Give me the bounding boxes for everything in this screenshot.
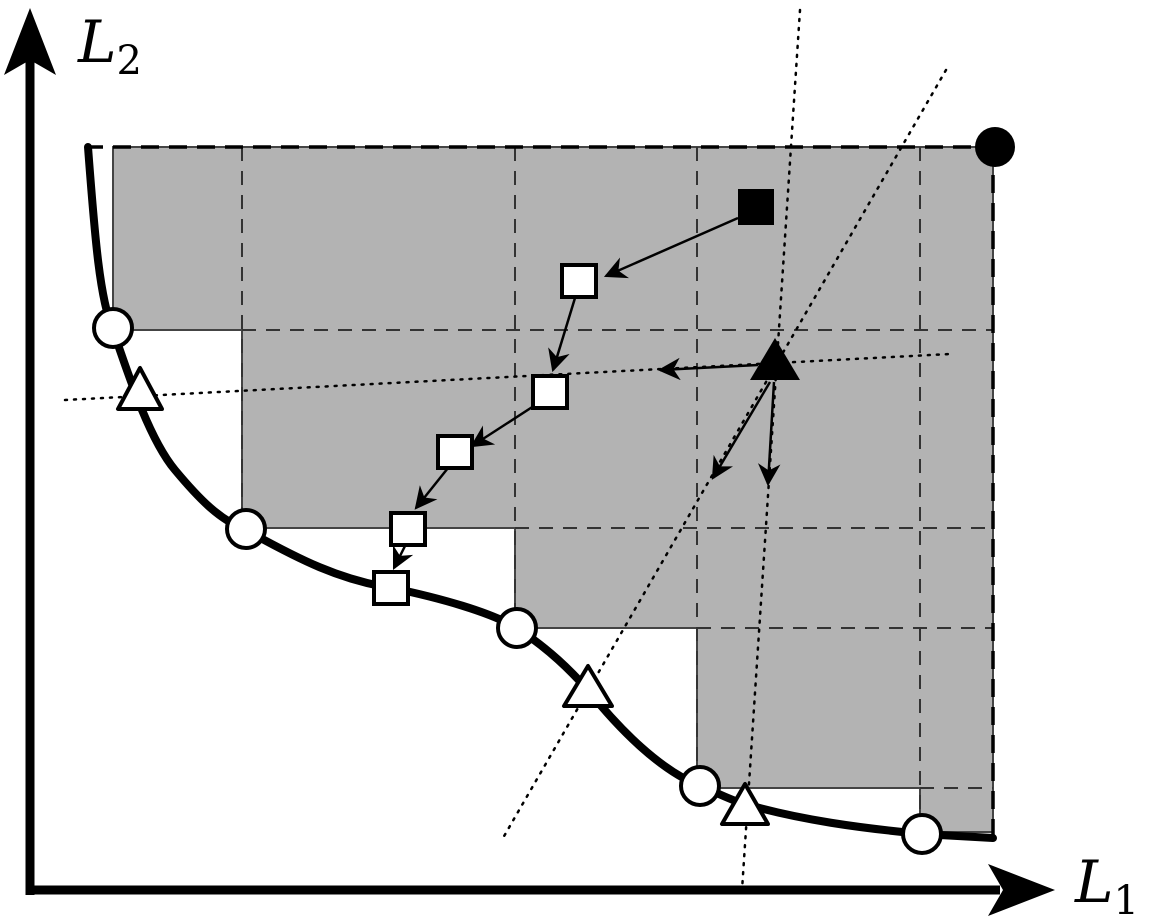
circle-marker bbox=[901, 813, 943, 855]
axes bbox=[25, 60, 1000, 895]
pareto-front-curve bbox=[84, 143, 997, 842]
circle-marker bbox=[679, 765, 721, 807]
triangle-marker bbox=[720, 782, 770, 826]
circle-marker bbox=[225, 508, 267, 550]
square-marker bbox=[436, 434, 474, 470]
pareto-circle-markers bbox=[92, 307, 943, 855]
circle-marker bbox=[496, 607, 538, 649]
x-axis-label: L1 bbox=[1074, 848, 1139, 923]
filled-triangle-start bbox=[750, 338, 800, 380]
x-axis-label-subscript: 1 bbox=[1114, 878, 1139, 923]
triangle-direction-arrows bbox=[657, 357, 781, 487]
circle-marker bbox=[92, 307, 134, 349]
y-axis-label: L2 bbox=[77, 8, 142, 84]
dominated-region bbox=[112, 146, 994, 833]
dashed-grid bbox=[241, 147, 993, 832]
descent-step-squares bbox=[372, 263, 598, 606]
x-axis-arrowhead bbox=[988, 864, 1055, 916]
square-marker bbox=[560, 263, 598, 299]
y-axis-arrowhead bbox=[4, 8, 56, 75]
square-marker bbox=[389, 511, 427, 547]
pareto-triangle-markers bbox=[116, 366, 770, 826]
reference-point bbox=[975, 127, 1015, 167]
triangle-marker bbox=[562, 664, 614, 708]
reference-box-boundary bbox=[85, 145, 995, 838]
square-marker bbox=[372, 570, 410, 606]
square-marker bbox=[531, 374, 569, 410]
triangle-marker bbox=[116, 366, 164, 411]
descent-path-arrows bbox=[392, 216, 739, 571]
filled-square-start bbox=[738, 189, 774, 225]
y-axis-label-subscript: 2 bbox=[117, 38, 142, 84]
